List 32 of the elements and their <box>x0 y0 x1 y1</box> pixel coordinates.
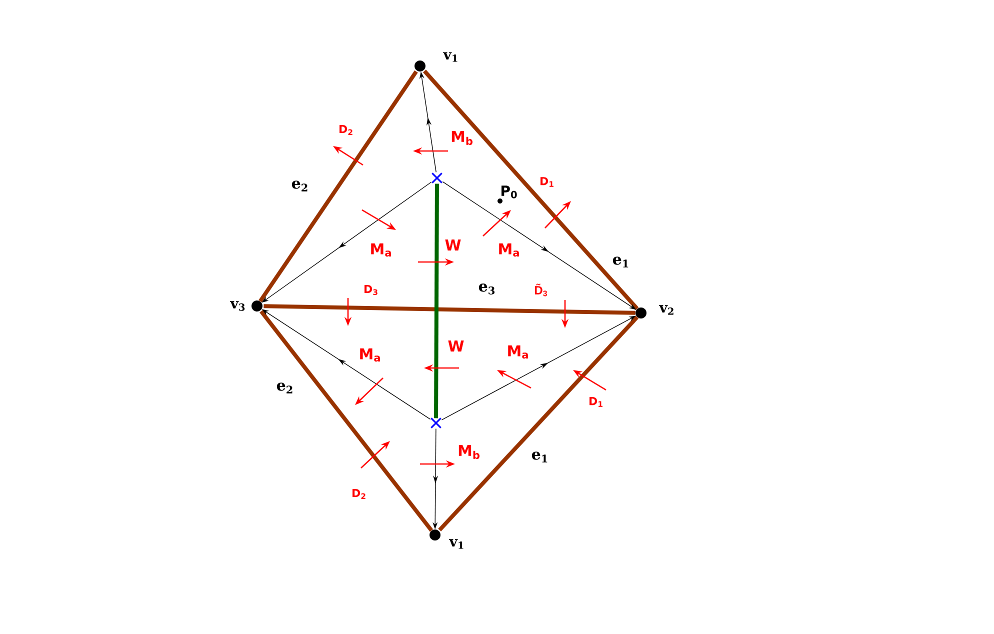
arrow-label: W <box>445 240 461 250</box>
arrow-label: M$_{a}$ <box>499 243 519 257</box>
vertex-label: v$_{2}$ <box>659 305 674 315</box>
edge-line <box>434 184 439 418</box>
arrow-label: M$_{a}$ <box>360 348 380 362</box>
edge-label: e$_{2}$ <box>292 180 308 192</box>
arrow-label: M$_{b}$ <box>452 130 472 146</box>
arrow-label: D$_{1}$ <box>540 177 554 187</box>
edge-line <box>422 70 639 310</box>
vertex-label: v$_{3}$ <box>230 301 245 311</box>
arrow-label: D$_{2}$ <box>340 125 352 135</box>
vertex-label: v$_{1}$ <box>449 539 464 549</box>
arrow-label: M$_{b}$ <box>458 444 480 460</box>
edge-label: e$_{1}$ <box>612 256 628 268</box>
edge-label: e$_{2}$ <box>276 382 292 394</box>
edge-label: e$_{1}$ <box>532 452 548 462</box>
edge-label: e$_{3}$ <box>478 284 494 294</box>
edge-line <box>438 316 639 532</box>
vertex-label: P$_{0}$ <box>502 186 517 198</box>
edge-line <box>264 304 636 315</box>
arrow-label: D$_{1}$ <box>590 397 602 407</box>
arrow-label: M$_{a}$ <box>508 345 528 359</box>
edge-line <box>258 70 418 302</box>
arrow-label: W <box>448 340 464 352</box>
vertex-label: v$_{1}$ <box>443 52 458 62</box>
arrow-label: D$_{2}$ <box>352 489 366 499</box>
arrow-label: D$_{3}$ <box>364 284 378 296</box>
cross-mark <box>431 172 443 184</box>
cross-mark <box>430 417 442 429</box>
arrow-label: M$_{a}$ <box>371 243 391 257</box>
arrow-label: D̃$_{3}$ <box>535 284 548 296</box>
edge-line <box>260 310 434 532</box>
